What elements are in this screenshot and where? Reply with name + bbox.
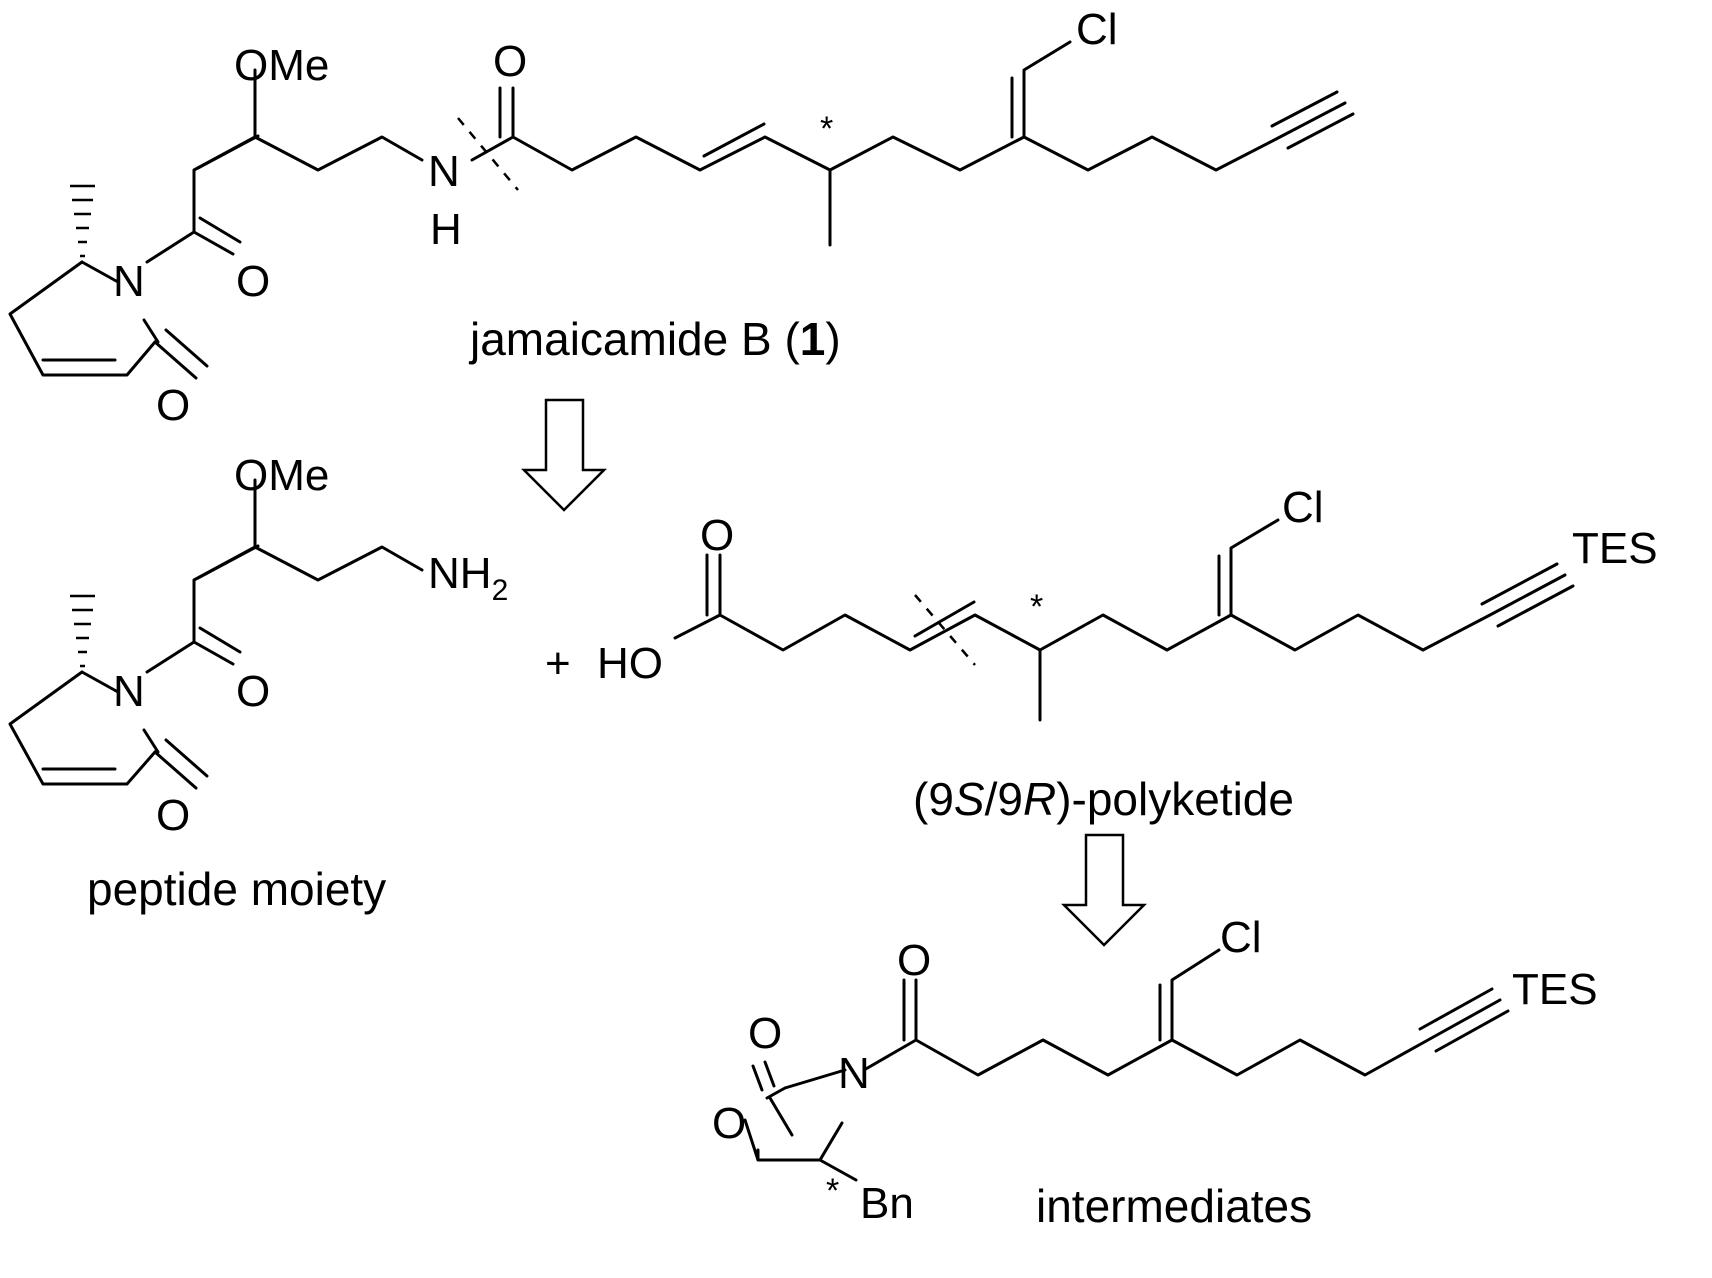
polyketide-structure: HO O Cl TES * (9S/9R)-polyketide — [597, 483, 1658, 825]
peptide-hashed-methyl — [70, 594, 95, 668]
oxazolidinone-n-label: N — [838, 1049, 870, 1098]
jamaicamide-lactam-co — [153, 328, 209, 380]
intermediates-acyl-o-label: O — [897, 936, 931, 985]
jamaicamide-nh-n-label: N — [428, 147, 460, 196]
peptide-acyl-o-label: O — [236, 667, 270, 716]
jamaicamide-b-structure: OMe O N H N O O Cl * jamaicamide B (1) — [8, 5, 1355, 430]
intermediates-cl-label: Cl — [1220, 913, 1262, 962]
jamaicamide-ring-n-label: N — [113, 257, 145, 306]
jamaicamide-acyl-chain — [145, 68, 424, 264]
jamaicamide-caption-close: ) — [825, 313, 840, 365]
jamaicamide-amide-o-label: O — [493, 37, 527, 86]
polyketide-cl-label: Cl — [1282, 483, 1324, 532]
oxazolidinone-ring-o-label: O — [712, 1099, 746, 1148]
polyketide-tes-label: TES — [1572, 524, 1658, 573]
jamaicamide-caption-number: 1 — [800, 313, 826, 365]
intermediates-tes-label: TES — [1512, 965, 1598, 1014]
polyketide-chain — [673, 518, 1575, 722]
polyketide-ho-label: HO — [597, 639, 663, 688]
peptide-acyl-chain — [145, 478, 424, 674]
peptide-nh2-subscript: 2 — [492, 574, 509, 607]
polyketide-caption: (9S/9R)-polyketide — [913, 773, 1294, 825]
polyketide-caption-slash: /9 — [985, 773, 1023, 825]
peptide-ring-n-label: N — [113, 667, 145, 716]
jamaicamide-acyl-o-label: O — [236, 257, 270, 306]
jamaicamide-caption: jamaicamide B (1) — [468, 313, 841, 365]
polyketide-caption-s: S — [954, 773, 985, 825]
intermediates-chain — [862, 948, 1510, 1077]
intermediates-stereocenter-star: * — [826, 1172, 839, 1210]
jamaicamide-caption-name: jamaicamide B ( — [468, 313, 800, 365]
peptide-lactam-o-label: O — [156, 791, 190, 840]
jamaicamide-polyketide-chain — [470, 40, 1355, 247]
jamaicamide-lactam-o-label: O — [156, 381, 190, 430]
peptide-caption: peptide moiety — [87, 863, 386, 915]
jamaicamide-ring-bonds — [8, 260, 160, 377]
jamaicamide-ome-label: OMe — [234, 41, 329, 90]
peptide-nh2-label: NH2 — [428, 549, 508, 607]
olefin-disconnection-mark — [914, 594, 976, 666]
oxazolidinone-carbonyl-o-label: O — [748, 1009, 782, 1058]
polyketide-caption-pre: (9 — [913, 773, 954, 825]
retro-arrow-1 — [520, 398, 608, 512]
plus-sign: + — [545, 639, 571, 688]
jamaicamide-stereocenter-star: * — [820, 110, 833, 148]
peptide-ome-label: OMe — [234, 451, 329, 500]
jamaicamide-nh-h-label: H — [430, 205, 462, 254]
intermediates-structure: O O N O Cl TES Bn * intermediates — [712, 913, 1598, 1232]
peptide-lactam-co — [153, 738, 209, 790]
jamaicamide-cl-label: Cl — [1076, 5, 1118, 54]
polyketide-caption-r: R — [1023, 773, 1056, 825]
peptide-moiety-structure: OMe NH2 N O O peptide moiety — [8, 451, 508, 915]
intermediates-bn-label: Bn — [860, 1179, 914, 1228]
peptide-ring-bonds — [8, 670, 160, 786]
polyketide-carbonyl-o-label: O — [700, 511, 734, 560]
polyketide-caption-post: )-polyketide — [1056, 773, 1294, 825]
polyketide-stereocenter-star: * — [1030, 588, 1043, 626]
retro-arrow-2 — [1060, 833, 1148, 947]
oxazolidinone-ring-bonds — [743, 1060, 858, 1182]
intermediates-caption: intermediates — [1036, 1180, 1312, 1232]
jamaicamide-hashed-methyl — [70, 184, 95, 258]
peptide-nh-text: NH — [428, 549, 492, 598]
amide-disconnection-mark — [457, 117, 519, 191]
